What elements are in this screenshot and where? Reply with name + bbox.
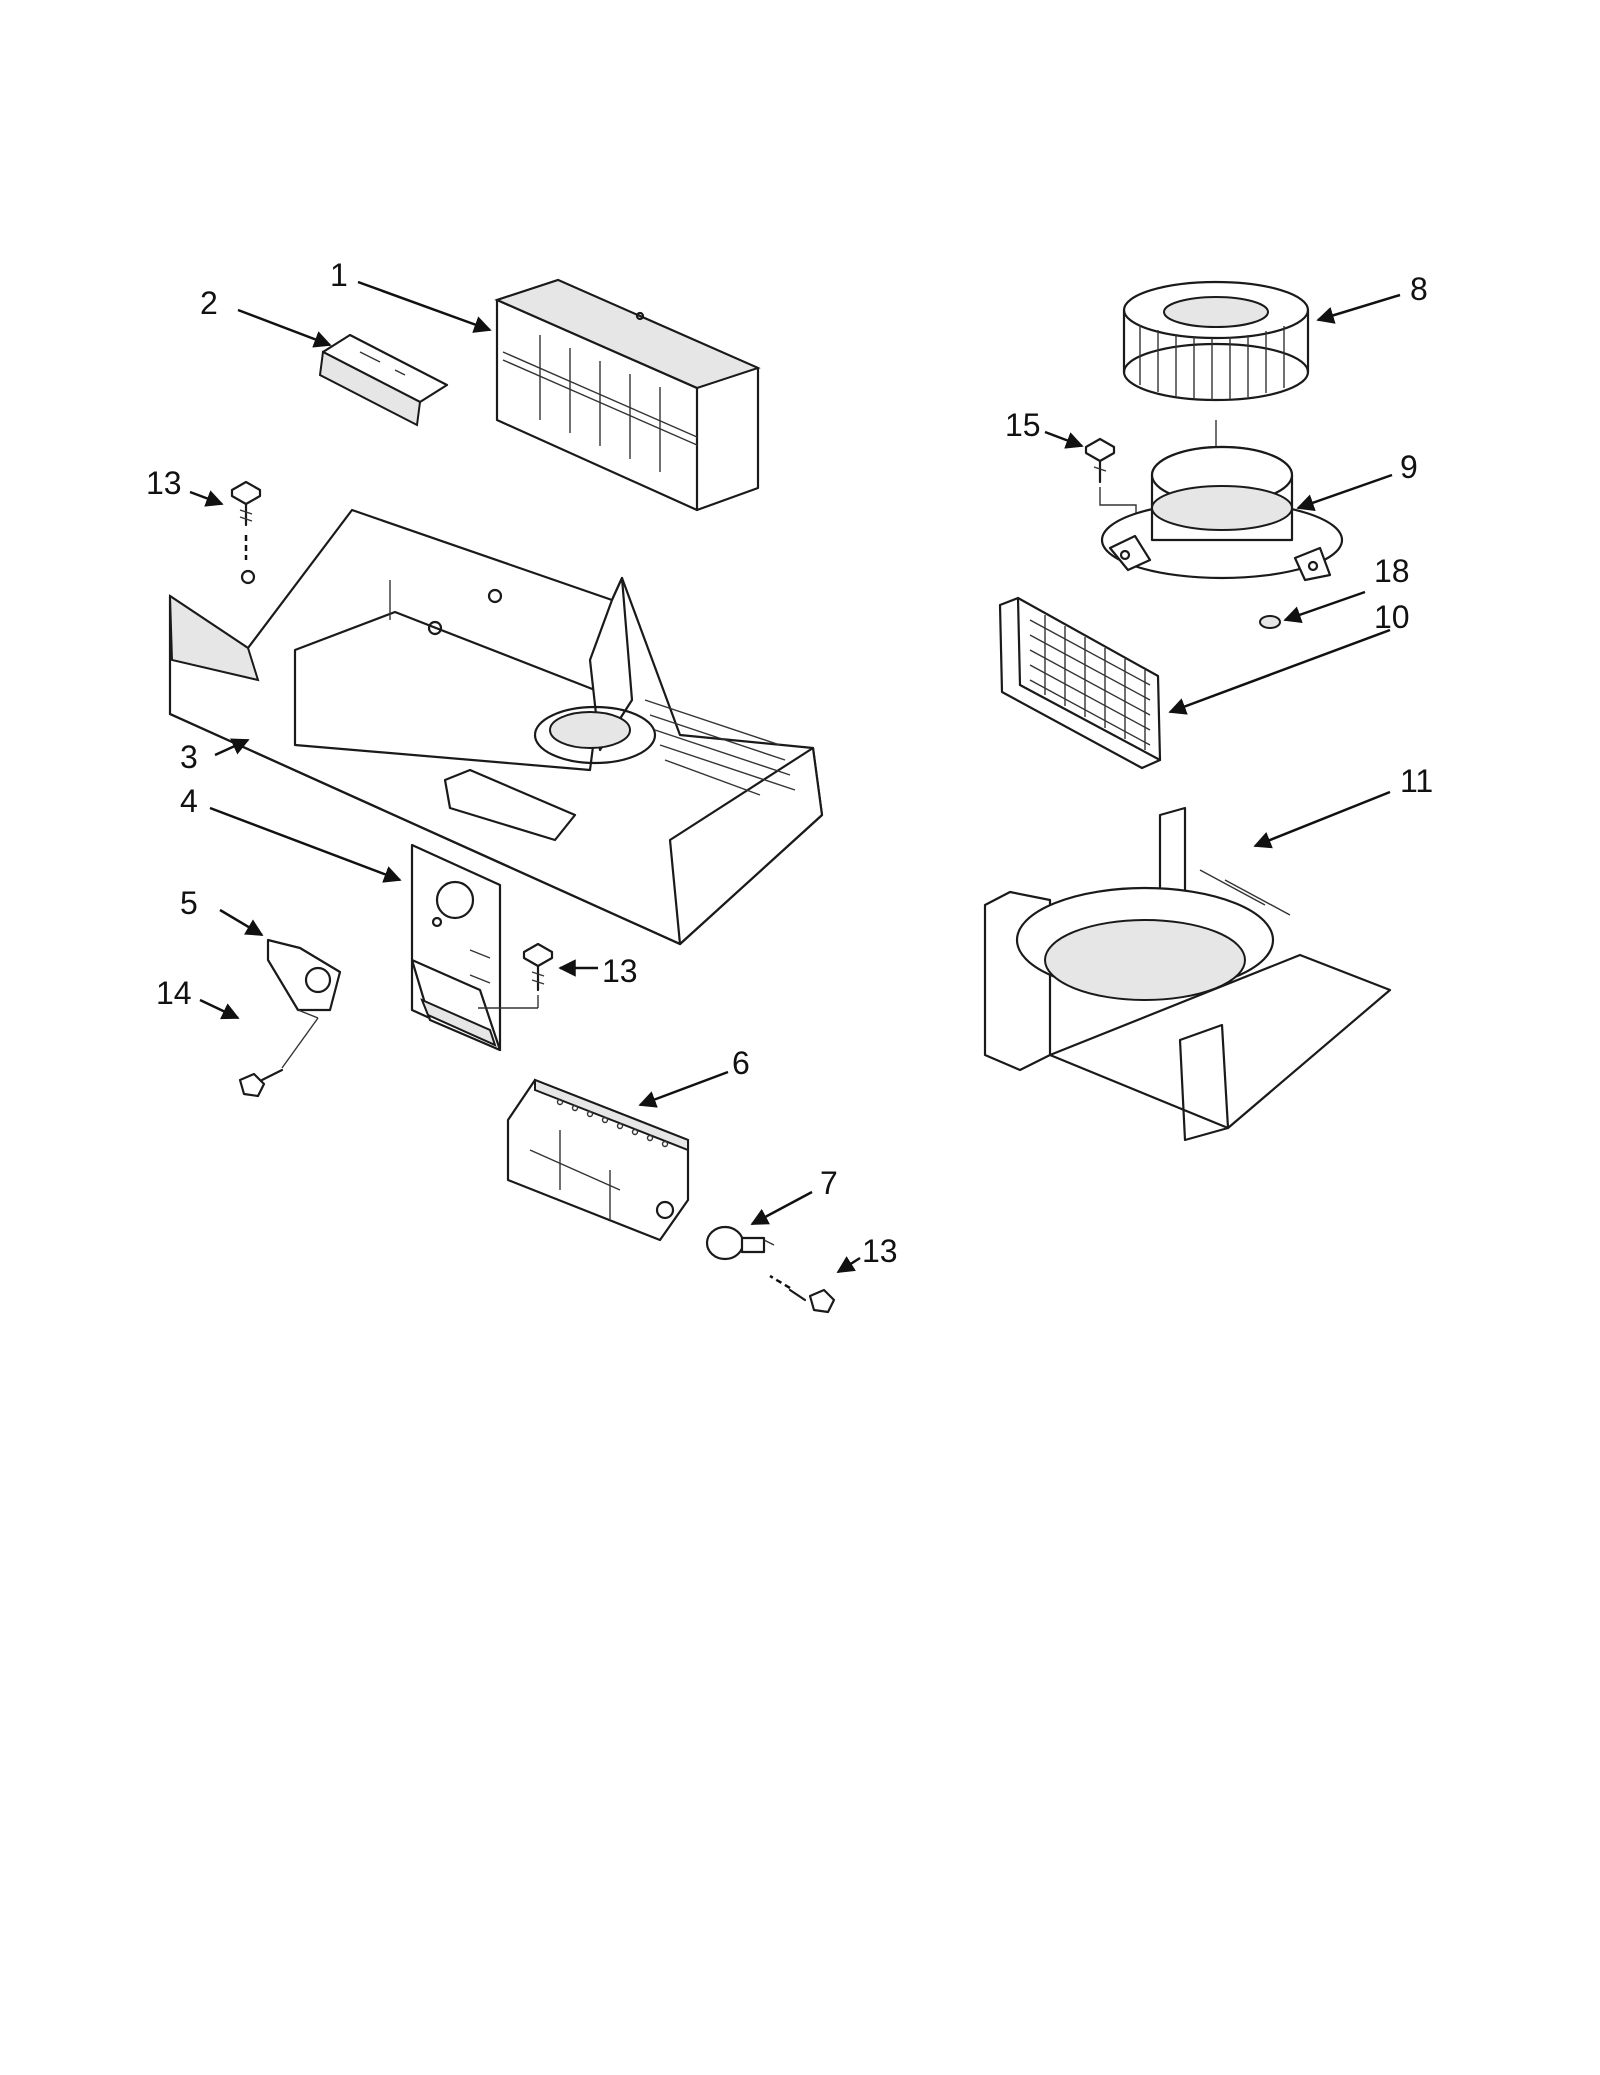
part-11-blower-housing <box>983 806 1392 1142</box>
callout-5: 5 <box>180 885 198 921</box>
part-1-louver-box <box>494 278 761 512</box>
screw-13-bottom <box>769 1274 836 1314</box>
part-8-blower-wheel <box>1122 280 1310 470</box>
part-18-washer <box>1259 615 1281 629</box>
screw-15 <box>1084 437 1137 520</box>
callout-13-bottom: 13 <box>862 1233 898 1269</box>
callout-10: 10 <box>1374 599 1410 635</box>
part-10-grille <box>998 596 1162 770</box>
screw-13-top <box>230 480 262 560</box>
part-7-bulb <box>705 1225 775 1261</box>
leader-lines <box>189 280 1401 1274</box>
part-3-base-pan <box>168 508 824 946</box>
callout-18: 18 <box>1374 553 1410 589</box>
part-6-lamp-housing <box>506 1078 690 1242</box>
callout-15: 15 <box>1005 407 1041 443</box>
callout-13-top: 13 <box>146 465 182 501</box>
callout-1: 1 <box>330 257 348 293</box>
callout-labels: 1 2 13 3 4 5 13 14 6 7 13 8 15 9 18 10 1… <box>146 257 1433 1269</box>
callout-8: 8 <box>1410 271 1428 307</box>
callout-14: 14 <box>156 975 192 1011</box>
callout-4: 4 <box>180 783 198 819</box>
callout-9: 9 <box>1400 449 1418 485</box>
callout-3: 3 <box>180 739 198 775</box>
part-9-blower-motor <box>1100 445 1344 582</box>
part-2-bracket <box>318 333 449 427</box>
callout-7: 7 <box>820 1165 838 1201</box>
callout-2: 2 <box>200 285 218 321</box>
callout-6: 6 <box>732 1045 750 1081</box>
screw-14 <box>238 1017 319 1098</box>
part-4-motor-bracket <box>410 843 502 1052</box>
callout-11: 11 <box>1400 763 1433 799</box>
part-5-motor-plate <box>266 938 342 1019</box>
callout-13-mid: 13 <box>602 953 638 989</box>
screw-13-mid <box>478 942 554 1009</box>
